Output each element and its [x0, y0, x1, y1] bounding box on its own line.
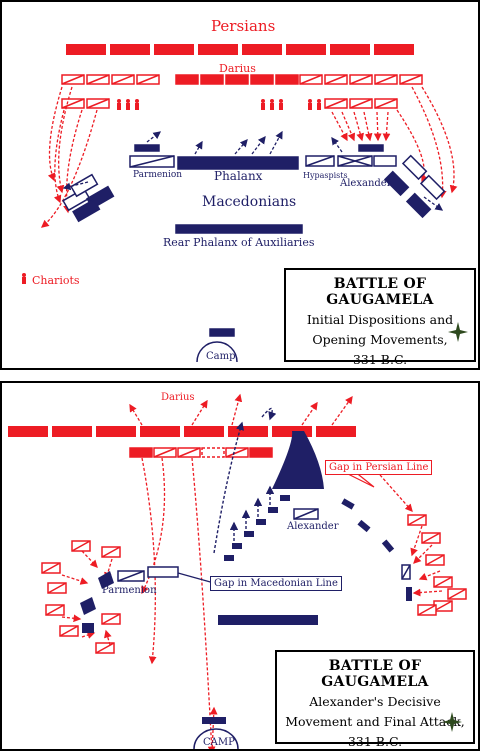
macedonian-hatched-units [129, 155, 397, 168]
hypaspists-label: Hypaspists [303, 171, 348, 180]
camp-label: Camp [206, 351, 236, 362]
parmenion-label: Parmenion [133, 170, 183, 180]
persian-second-line [61, 74, 423, 109]
persian-second-line-2 [129, 447, 273, 458]
map-initial-dispositions: Persians Darius Parmenion Phalanx Hypasp… [0, 0, 480, 370]
camp-label-2: CAMP [203, 737, 235, 748]
parmenion-label-2: Parmenion [102, 585, 157, 596]
persian-left-wing [407, 514, 467, 616]
map2-subtitle-2: Movement and Final Attack, [285, 714, 465, 729]
phalanx-label: Phalanx [214, 169, 263, 183]
macedonian-units [134, 144, 384, 337]
map2-graphics [8, 393, 467, 749]
persian-arrows-2 [61, 393, 443, 749]
alexander-label-2: Alexander [287, 521, 339, 532]
macedonian-arrows [62, 130, 444, 211]
map1-subtitle-3: 331 B.C. [352, 352, 408, 367]
gap-macedonian-line-callout: Gap in Macedonian Line [210, 576, 342, 591]
map1-subtitle-1: Initial Dispositions and [306, 312, 454, 327]
camp-outline [196, 341, 238, 363]
persians-label: Persians [211, 17, 276, 35]
alexander-label: Alexander [340, 178, 392, 189]
map2-subtitle-3: 331 B.C. [347, 734, 403, 749]
macedonian-gap-leader [177, 572, 215, 584]
map-decisive-attack: Darius Alexander Parmenion CAMP Gap in P… [0, 381, 480, 751]
persian-front-line-2 [8, 426, 356, 437]
macedonian-units-2 [80, 431, 412, 724]
camp-outline-2 [193, 728, 239, 749]
map1-graphics [22, 44, 458, 363]
chariots-legend-label: Chariots [32, 274, 80, 287]
gap-persian-line-callout: Gap in Persian Line [325, 460, 433, 475]
macedonian-arrows-2 [213, 407, 277, 554]
map1-title-box: BATTLE OF GAUGAMELA Initial Dispositions… [284, 268, 476, 367]
macedonian-left-flank [62, 173, 115, 223]
macedonians-label: Macedonians [202, 194, 297, 210]
macedonian-hatched-2 [117, 508, 411, 582]
persian-gap-leader [341, 470, 375, 488]
compass-rose-icon [442, 712, 462, 732]
darius-label-2: Darius [161, 392, 195, 403]
chariot-icons [22, 99, 321, 284]
map2-subtitle-1: Alexander's Decisive [309, 694, 441, 709]
persian-front-line [66, 44, 414, 55]
map1-subtitle-2: Opening Movements, [312, 332, 448, 347]
persian-right-wing [41, 540, 121, 654]
compass-rose-icon [448, 322, 468, 342]
macedonian-right-flank [383, 154, 446, 219]
persian-arrows [41, 86, 458, 228]
map2-title: BATTLE OF GAUGAMELA [321, 658, 429, 690]
darius-label: Darius [219, 62, 256, 75]
map2-title-box: BATTLE OF GAUGAMELA Alexander's Decisive… [275, 650, 475, 749]
map1-title: BATTLE OF GAUGAMELA [326, 276, 434, 308]
rear-phalanx-label: Rear Phalanx of Auxiliaries [163, 236, 315, 249]
